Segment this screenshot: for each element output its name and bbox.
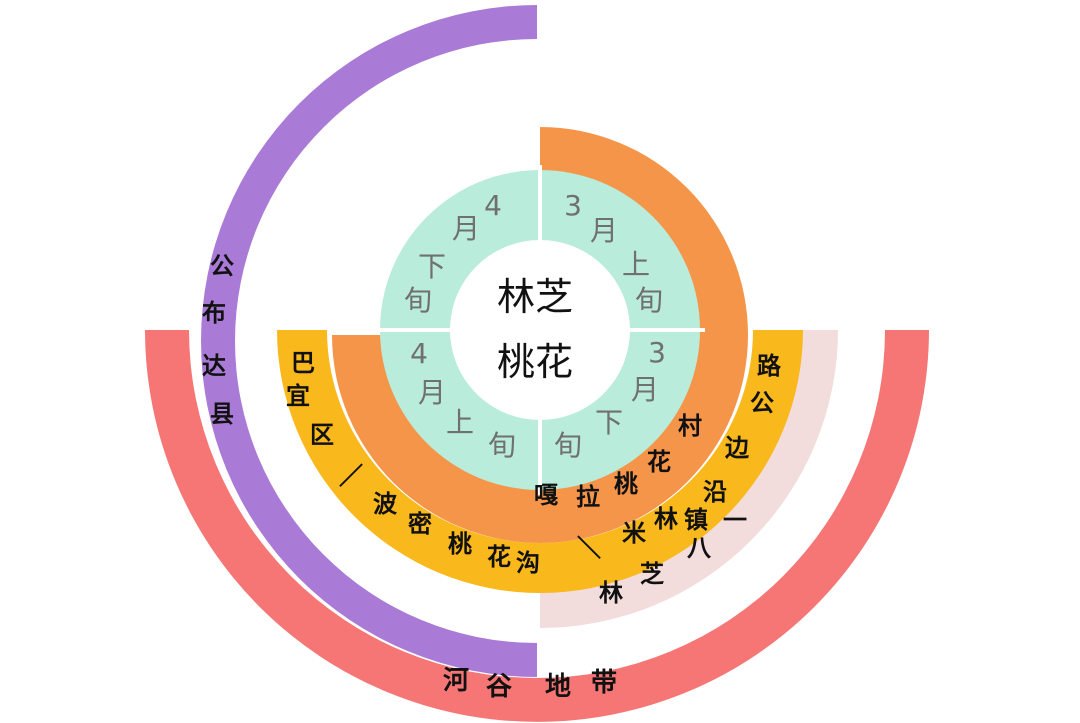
ul-char-3: 下 (418, 250, 446, 283)
linzhi-bayi-label-char: 八 (687, 533, 712, 562)
valley-label-char: 地 (545, 672, 571, 702)
lr-char-2: 月 (631, 373, 659, 406)
gongbu-label-char: 布 (202, 298, 226, 327)
lr-char-1: 3 (648, 336, 666, 369)
bayi-road-label-char: 路 (757, 351, 782, 380)
bayi-road-label-char: 沿 (703, 477, 727, 506)
linzhi-bayi-label-char: 林 (599, 578, 623, 607)
linzhi-bayi-label-char: 芝 (640, 559, 664, 588)
ring-gongbu-purple (201, 5, 537, 677)
ring-bomi-gold (277, 330, 803, 593)
ll-char-2: 月 (418, 376, 446, 409)
ring-linzhi-bayi-pink (540, 330, 838, 628)
gala-label-char: 拉 (576, 482, 600, 511)
bomi-label-char: ＼ (577, 533, 601, 562)
bomi-label-char: 波 (373, 489, 398, 518)
gongbu-label-char: 公 (210, 251, 234, 280)
ul-char-2: 月 (452, 212, 480, 245)
ur-char-2: 月 (590, 214, 618, 247)
gongbu-label-char: 达 (202, 351, 226, 380)
bomi-label-char: ／ (339, 461, 363, 490)
ring-valley-red (145, 330, 929, 722)
center-disc (450, 240, 630, 420)
ring-labels: 嘎拉桃花村路公边沿镇巴宜区／波密桃花沟＼米林林芝八一公布达县河谷地带 (202, 251, 782, 702)
bomi-label-char: 宜 (286, 381, 310, 410)
gala-label-char: 嘎 (534, 480, 558, 509)
bomi-label-char: 米 (622, 518, 646, 547)
center-title-line2: 桃花 (497, 340, 573, 384)
linzhi-bayi-label-char: 一 (723, 505, 747, 534)
ll-char-1: 4 (410, 337, 428, 370)
bomi-label-char: 林 (654, 504, 678, 533)
valley-label-char: 带 (591, 668, 617, 698)
gala-label-char: 村 (678, 411, 702, 440)
gongbu-label-char: 县 (210, 399, 234, 428)
bayi-road-label-char: 边 (725, 433, 750, 462)
gala-label-char: 花 (647, 447, 671, 476)
bomi-label-char: 桃 (448, 529, 472, 558)
bomi-label-char: 花 (487, 542, 511, 571)
bomi-label-char: 区 (310, 420, 334, 449)
bomi-label-char: 沟 (516, 548, 540, 577)
valley-label-char: 谷 (486, 672, 513, 702)
center-title-line1: 林芝 (497, 275, 573, 319)
ll-char-4: 旬 (488, 429, 516, 462)
ur-char-3: 上 (622, 248, 650, 281)
bayi-road-label-char: 镇 (684, 505, 708, 534)
gala-label-char: 桃 (614, 469, 638, 498)
lr-char-4: 旬 (554, 429, 582, 462)
bomi-label-char: 密 (408, 509, 432, 538)
ur-char-1: 3 (564, 189, 582, 222)
lr-char-3: 下 (595, 406, 623, 439)
ul-char-4: 旬 (404, 284, 432, 317)
ll-char-3: 上 (446, 406, 474, 439)
ul-char-1: 4 (484, 189, 502, 222)
bomi-label-char: 巴 (291, 348, 315, 377)
valley-label-char: 河 (443, 666, 469, 696)
ur-char-4: 旬 (635, 284, 663, 317)
bayi-road-label-char: 公 (750, 388, 774, 417)
